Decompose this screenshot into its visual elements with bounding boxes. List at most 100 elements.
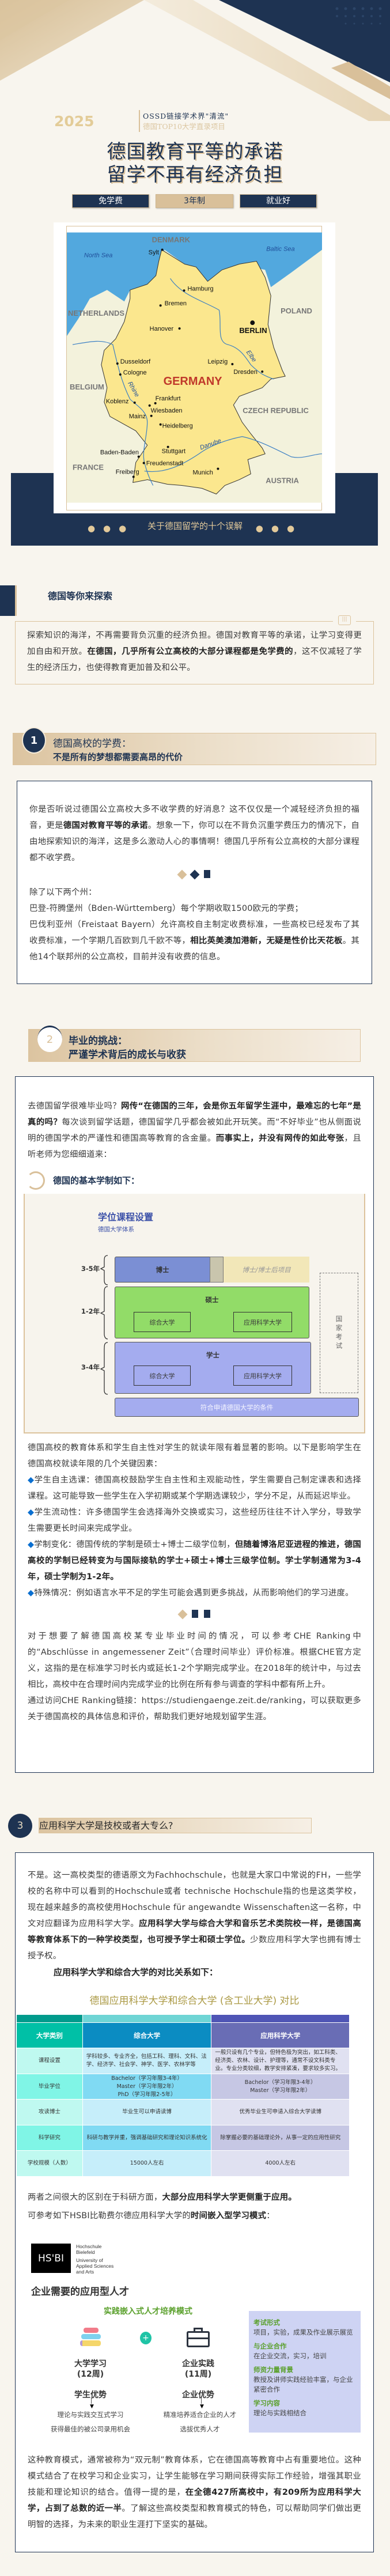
section-3-number: 3 (8, 1814, 32, 1838)
model-title: 实践嵌入式人才培养模式 (104, 2307, 192, 2316)
city-wiesbaden: Wiesbaden (151, 407, 183, 414)
bullet-item: ◆学生流动性：许多德国学生会选择海外交换或实习，这些经历往往不计入学分，导致学生… (28, 1508, 361, 1533)
duration-phd: 3-5年 (81, 1265, 100, 1273)
duration-bachelor: 3-4年 (81, 1363, 100, 1371)
city-freiberg: Freiberg (116, 469, 139, 476)
section-1-header (13, 733, 376, 765)
year-label: 2025 (54, 113, 94, 130)
master-box: 硕士 综合大学 应用科学大学 (115, 1287, 309, 1338)
paragraph: 这种教育模式，通常被称为“双元制”教育体系，它在德国高等教育中占有重要地位。这种… (28, 2456, 362, 2529)
map-label-belgium: BELGIUM (70, 383, 104, 391)
study-label: 大学学习(12周) (74, 2359, 107, 2379)
company-advantage-label: 企业优势 (182, 2390, 214, 2400)
master-uas: 应用科学大学 (233, 1312, 292, 1332)
map-label-north-sea: North Sea (84, 252, 112, 259)
hsbi-heading: 企业需要的应用型人才 (31, 2286, 129, 2298)
bracket-icons (100, 1255, 108, 1395)
map-label-germany: GERMANY (164, 375, 222, 388)
bullet-item: ◆学生自主选课：德国高校鼓励学生自主性和主观能动性，学生需要自己制定课表和选择课… (28, 1476, 361, 1501)
city-dusseldorf: Dusseldorf (120, 358, 151, 365)
city-heidelberg: Heidelberg (162, 423, 193, 430)
admission-requirement-bar: 符合申请德国大学的条件 (115, 1398, 359, 1417)
books-icon (80, 2328, 101, 2347)
diamond-bullet-icon: ◆ (28, 1508, 35, 1517)
bullet-item: ◆学制变化：德国传统的学制是硕士+博士二级学位制，但随着博洛尼亚进程的推进，德国… (28, 1540, 361, 1582)
explore-title: 德国等你来探索 (48, 591, 113, 602)
phd-transition (210, 1257, 224, 1283)
bachelor-uas: 应用科学大学 (233, 1365, 292, 1386)
map-label-netherlands: NETHERLANDS (68, 309, 124, 317)
section-2-subtitle: 严谨学术背后的成长与收获 (69, 1049, 186, 1061)
page-title: 德国教育平等的承诺 留学不再有经济负担 (0, 140, 390, 186)
dots-right: ●●● (255, 523, 303, 534)
map-label-denmark: DENMARK (152, 235, 191, 244)
table-header: 应用科学大学 (211, 2022, 350, 2048)
city-sylt: Sylt (149, 249, 159, 256)
paragraph: 对于想要了解德国高校某专业毕业时间的情况，可以参考CHE Ranking中的“A… (28, 1632, 361, 1689)
divider (139, 110, 140, 132)
work-label: 企业实践(11周) (182, 2359, 214, 2379)
subheading: 应用科学大学和综合大学的对比关系如下： (54, 1967, 218, 1977)
city-hanover: Hanover (150, 326, 174, 332)
duration-master: 1-2年 (81, 1307, 100, 1315)
city-mainz: Mainz (129, 413, 146, 420)
section-1-content: 你是否听说过德国公立高校大多不收学费的好消息？这不仅仅是一个减轻经济负担的福音，… (17, 781, 372, 984)
diamond-divider (28, 1601, 361, 1628)
section-2-content: 去德国留学很难毕业吗？网传“在德国的三年，会是你五年留学生涯中，最难忘的七年”是… (15, 1076, 374, 1773)
bachelor-uni: 综合大学 (134, 1365, 191, 1386)
bachelor-label: 学士 (206, 1351, 219, 1359)
banner-title: ●●● 关于德国留学的十个误解 ●●● (0, 520, 390, 534)
table-header: 大学类别 (16, 2022, 83, 2048)
bullet-item: ◆特殊情况：例如语言水平不足的学生可能会遇到更多挑战，从而影响他们的学习进度。 (28, 1588, 354, 1598)
map-label-poland: POLAND (281, 307, 312, 315)
plus-icon: + (140, 2332, 152, 2344)
section-2-number: 2 (37, 1026, 62, 1052)
paragraph: 巴伐利亚州（Freistaat Bayern）允许高校自主制定收费标准，一些高校… (29, 920, 359, 962)
company-advantages: 精准培养适合企业的人才选拔优秀人才 (163, 2411, 237, 2433)
section-2-header (28, 1029, 361, 1062)
section-marker (0, 585, 17, 616)
city-freudenstadt: Freudenstadt (146, 460, 184, 467)
city-hamburg: Hamburg (188, 285, 214, 292)
city-cologne: Cologne (123, 369, 147, 376)
phd-box: 博士 (115, 1257, 210, 1283)
paragraph: 可参考如下HSBI比勒费尔德应用科学大学的时间嵌入型学习模式： (28, 2211, 275, 2221)
student-advantage-label: 学生优势 (74, 2390, 107, 2400)
city-koblenz: Koblenz (106, 398, 129, 405)
title-line-2: 留学不再有经济负担 (107, 163, 283, 186)
che-ranking-link[interactable]: https://studiengaenge.zeit.de/ranking (141, 1696, 302, 1705)
briefcase-icon (187, 2328, 210, 2347)
quote-box: 探索知识的海洋，不再需要背负沉重的经济负担。德国对教育平等的承诺，让学习变得更加… (15, 621, 374, 684)
dots-left: ●●● (87, 523, 135, 534)
student-advantages: 理论与实践交互式学习获得最佳的被公司录用机会 (51, 2411, 130, 2433)
city-stuttgart: Stuttgart (162, 448, 185, 455)
table-row: 攻读博士毕业生可以申请读博优秀毕业生可申请入综合大学读博 (16, 2099, 350, 2125)
section-3-title: 应用科学大学是技校或者大专么? (39, 1818, 312, 1833)
diamond-bullet-icon: ◆ (28, 1588, 35, 1598)
banner-text: 关于德国留学的十个误解 (147, 521, 243, 531)
paragraph: 除了以下两个州： (29, 888, 97, 897)
table-title: 德国应用科学大学和综合大学 (含工业大学) 对比 (89, 1995, 300, 2007)
diagram-subtitle: 德国大学体系 (98, 1226, 134, 1233)
master-uni: 综合大学 (134, 1312, 191, 1332)
diamond-divider (29, 866, 359, 884)
tag-good-employment: 就业好 (240, 194, 317, 208)
bachelor-box: 学士 综合大学 应用科学大学 (115, 1342, 311, 1394)
hsbi-logo: HS'BI (31, 2244, 71, 2273)
paragraph: 你是否听说过德国公立高校大多不收学费的好消息？这不仅仅是一个减轻经济负担的福音，… (29, 805, 359, 863)
table-header: 综合大学 (82, 2022, 212, 2048)
diamond-bullet-icon: ◆ (28, 1540, 35, 1549)
state-exam-box: 国家考试 (320, 1273, 358, 1393)
city-frankfurt: Frankfurt (156, 395, 181, 402)
chat-icon: ||| (333, 615, 356, 628)
map-label-austria: AUSTRIA (266, 476, 299, 485)
arrow-down-icon: │▼ (90, 2399, 94, 2409)
tagline-main: OSSD链接学术界"清流" (143, 112, 229, 120)
city-bremen: Bremen (165, 300, 187, 307)
paragraph: 不是。这一高校类型的德语原文为Fachhochschule，也就是大家口中常说的… (28, 1871, 362, 1961)
header-decoration (0, 0, 390, 121)
paragraph: 去德国留学很难毕业吗？网传“在德国的三年，会是你五年留学生涯中，最难忘的七年”是… (28, 1102, 362, 1159)
section-1-subtitle: 不是所有的梦想都需要高昂的代价 (53, 752, 183, 762)
